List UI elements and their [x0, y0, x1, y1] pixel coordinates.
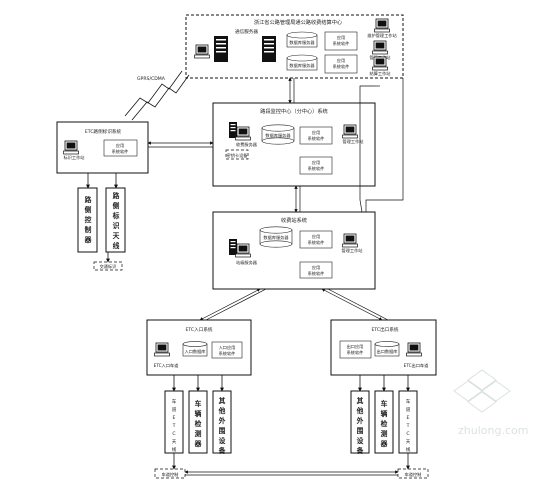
db-label: 数据库服务器	[265, 132, 291, 139]
monitor-center-title: 路段监控中心（分中心）系统	[260, 107, 327, 115]
server-rack-icon	[214, 36, 228, 62]
database-cylinder-icon	[286, 31, 318, 48]
app-software-box	[103, 139, 138, 157]
app-software-label: 应用系统软件	[308, 129, 325, 142]
vehicle-detector-label: 车辆检测器	[380, 399, 388, 448]
app-software-box	[324, 31, 358, 51]
workstation-icon	[342, 124, 358, 139]
app-software-label: 应用系统软件	[112, 142, 129, 155]
lane-control-box	[154, 468, 186, 479]
key-card-device	[225, 149, 249, 160]
db-label: 入口数据库	[185, 348, 206, 355]
etc-exit-group: ETC出口系统 出口应用系统软件 出口数据库 ETC出口车道 其他外围设备 车辆…	[330, 319, 437, 479]
roadside-system-title: ETC路侧标识系统	[85, 128, 122, 135]
gprs-label: GPRS/CDMA	[137, 76, 166, 82]
server-pc-icon	[235, 126, 251, 141]
app-software-box	[211, 341, 243, 359]
lane-control-box	[397, 468, 429, 479]
communication-server-label: 通信服务器	[235, 28, 258, 35]
app-software-box	[299, 230, 333, 249]
monitor-center-group: 路段监控中心（分中心）系统 收费服务器 密钥卡设备 数据库服务器 应用系统软件 …	[212, 102, 376, 187]
server-pc-icon	[194, 44, 210, 59]
server-tower-icon	[229, 122, 237, 138]
peripheral-device-label: 其他外围设备	[356, 396, 364, 455]
workstation-icon	[342, 233, 358, 248]
key-card-label: 密钥卡设备	[227, 152, 249, 159]
workstation-label: 标识工作站	[64, 154, 85, 161]
app-software-label: 入口应用系统软件	[219, 344, 236, 357]
settlement-center-title: 浙江省公路管理局通公路收费结算中心	[254, 18, 342, 26]
server-label: 收费服务器	[236, 141, 258, 148]
workstation-label: ETC入口车道	[154, 362, 179, 369]
roadside-antenna-label: 路侧标识天线	[112, 191, 120, 250]
workstation-label: 管理工作站	[342, 247, 363, 254]
app-software-label: 应用系统软件	[308, 233, 325, 246]
server-pc-icon	[235, 243, 251, 258]
workstation-label: 维护管理工作站	[367, 32, 396, 39]
workstation-label: ETC出口车道	[404, 362, 429, 369]
wireless-link: GPRS/CDMA	[124, 70, 190, 121]
app-software-box	[299, 261, 333, 279]
database-cylinder-icon	[374, 341, 400, 357]
workstation-label: 管理工作站	[343, 138, 364, 145]
db-label: 数据库服务器	[263, 234, 289, 241]
settlement-center-group: 浙江省公路管理局通公路收费结算中心 通信服务器 数据库服务器 数据库服务器 应用…	[185, 14, 404, 79]
etc-exit-title: ETC出口系统	[371, 326, 398, 333]
server-label: 站级服务器	[236, 259, 258, 266]
db-label-2: 数据库服务器	[289, 62, 315, 69]
roadside-system-group: ETC路侧标识系统 标识工作站 应用系统软件 路侧控制器 路侧标识天线 交通标识	[56, 121, 149, 271]
traffic-sign-label: 交通标识	[100, 263, 117, 270]
workstation-icon	[406, 342, 422, 357]
app-software-label: 应用系统软件	[308, 264, 325, 277]
peripheral-device-label: 其他外围设备	[218, 396, 226, 455]
lane-control-label: 车道控制	[405, 471, 422, 478]
workstation-icon	[63, 140, 79, 155]
app-software-box	[339, 340, 372, 359]
toll-station-title: 收费站系统	[281, 216, 307, 224]
app-software-box	[299, 126, 333, 145]
connectors	[86, 77, 410, 476]
etc-entry-title: ETC入口系统	[185, 326, 212, 333]
watermark-logo: zhulong.com	[453, 369, 528, 437]
app-software-box	[299, 156, 333, 175]
lane-control-label: 车道控制	[162, 471, 179, 478]
server-tower-icon	[229, 239, 237, 255]
workstation-icon	[154, 342, 170, 357]
database-cylinder-icon	[182, 341, 208, 357]
traffic-sign-box	[93, 261, 123, 271]
db-label-1: 数据库服务器	[289, 39, 315, 46]
roadside-controller-label: 路侧控制器	[84, 195, 92, 244]
database-cylinder-icon	[286, 54, 318, 71]
app-software-label: 出口应用系统软件	[347, 343, 364, 356]
db-label: 出口数据库	[377, 348, 398, 355]
lightning-bolt-icon	[124, 70, 183, 117]
database-cylinder-icon	[261, 124, 295, 145]
app-software-label: 应用系统软件	[308, 159, 325, 172]
workstation-icon	[372, 40, 388, 55]
server-rack-icon	[262, 36, 276, 62]
watermark-text: zhulong.com	[458, 424, 528, 437]
app-software-label: 应用系统软件	[333, 34, 350, 47]
vehicle-detector-label: 车辆检测器	[194, 399, 202, 448]
app-software-label: 应用系统软件	[333, 57, 350, 70]
workstation-icon	[374, 18, 390, 33]
app-software-box	[324, 54, 358, 74]
workstation-icon	[372, 56, 388, 71]
lightning-bolt-icon	[131, 74, 190, 121]
database-cylinder-icon	[259, 226, 293, 248]
workstation-label: 结算工作站	[370, 70, 391, 77]
toll-station-group: 收费站系统 站级服务器 数据库服务器 应用系统软件 应用系统软件 管理工作站	[212, 211, 376, 290]
